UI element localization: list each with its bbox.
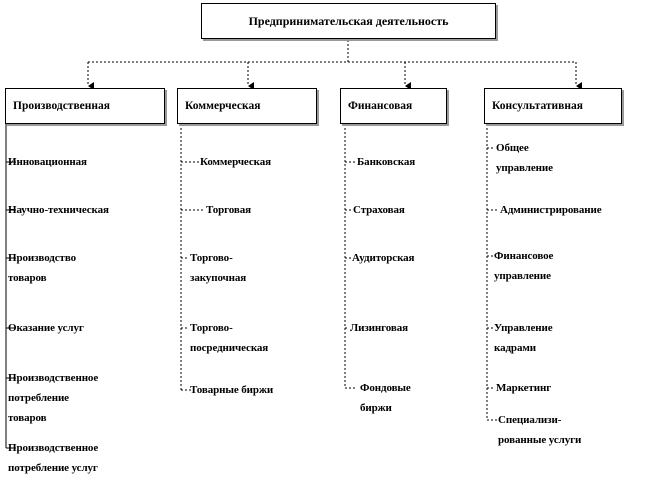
root-box: Предпринимательская деятельность: [201, 3, 496, 39]
branch-item: Торгово-посредническая: [190, 322, 269, 354]
category-production: Производственная: [5, 88, 165, 124]
branch-item: Лизинговая: [350, 322, 408, 334]
category-label: Финансовая: [348, 100, 413, 112]
branch-item: Торговая: [206, 204, 251, 216]
branch-item: Маркетинг: [496, 382, 552, 394]
category-label: Консультативная: [492, 100, 583, 112]
branch-item: Аудиторская: [352, 252, 415, 264]
branch-item: Банковская: [357, 156, 416, 168]
branch-item: Коммерческая: [200, 156, 271, 168]
branch-item: Оказание услуг: [8, 322, 84, 334]
branch-item: Товарные биржи: [190, 384, 274, 396]
branch-item: Инновационная: [8, 156, 87, 168]
category-financial: Финансовая: [340, 88, 447, 124]
branch-item: Специализи-рованные услуги: [498, 414, 582, 446]
branch-item: Страховая: [353, 204, 405, 216]
branch-item: Торгово-закупочная: [190, 252, 247, 284]
category-label: Коммерческая: [185, 100, 261, 112]
branch-item: Научно-техническая: [8, 204, 109, 216]
category-commercial: Коммерческая: [177, 88, 317, 124]
root-label: Предпринимательская деятельность: [248, 13, 449, 28]
branch-item: Администрирование: [500, 204, 602, 216]
category-consulting: Консультативная: [484, 88, 622, 124]
category-label: Производственная: [13, 100, 110, 112]
